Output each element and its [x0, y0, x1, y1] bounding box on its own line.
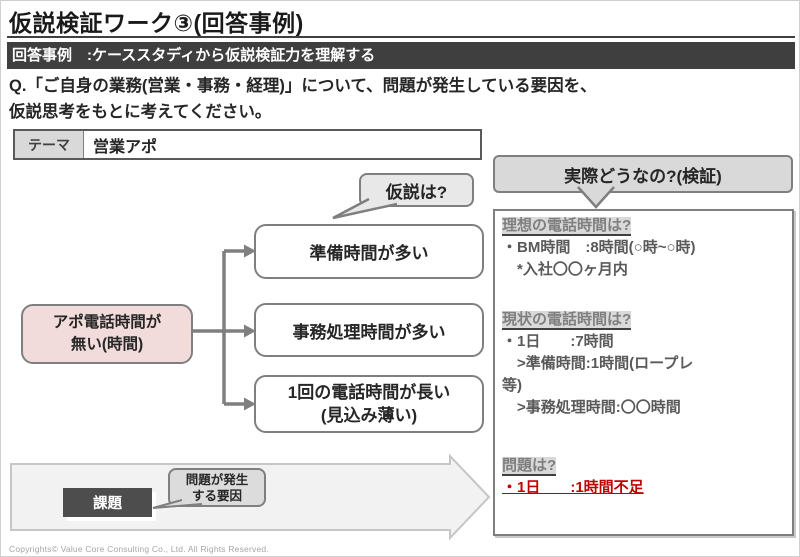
hypothesis-box-2: 事務処理時間が多い [254, 303, 484, 357]
panel-line: *入社〇〇ヶ月内 [502, 261, 628, 278]
theme-label-cell: テーマ [15, 131, 84, 158]
spacer [502, 281, 785, 309]
panel-line: ・1日 :7時間 [502, 333, 614, 350]
question-text: Q.「ご自身の業務(営業・事務・経理)」について、問題が発生している要因を、 仮… [9, 77, 597, 121]
verify-bubble: 実際どうなの?(検証) [493, 155, 793, 193]
factor-bubble: 問題が発生 する要因 [168, 468, 266, 507]
section-header-bar: 回答事例 :ケーススタディから仮説検証力を理解する [7, 42, 795, 69]
spacer [502, 419, 785, 455]
hypothesis-bubble: 仮説は? [359, 173, 474, 207]
panel-section-title: 問題は? [502, 457, 557, 476]
hypothesis-box-3: 1回の電話時間が長い (見込み薄い) [254, 375, 484, 433]
theme-value-cell: 営業アポ [93, 138, 158, 156]
panel-problem-line: ・1日 :1時間不足 [502, 479, 644, 496]
panel-line: 等) [502, 377, 522, 394]
panel-line: >事務処理時間:〇〇時間 [502, 399, 681, 416]
copyright-text: Copyrights© Value Core Consulting Co., L… [9, 544, 269, 554]
panel-section-title: 理想の電話時間は? [502, 217, 632, 236]
page-title: 仮説検証ワーク③(回答事例) [9, 10, 304, 36]
title-underline [7, 36, 795, 38]
kadai-box: 課題 [63, 488, 152, 517]
theme-table: テーマ 営業アポ [13, 129, 482, 160]
panel-line: ・BM時間 :8時間(○時~○時) [502, 239, 696, 256]
panel-line: >準備時間:1時間(ロープレ [502, 355, 694, 372]
panel-section-title: 現状の電話時間は? [502, 311, 632, 330]
cause-box: アポ電話時間が 無い(時間) [21, 304, 193, 364]
hypothesis-box-1: 準備時間が多い [254, 224, 484, 279]
verification-panel: 理想の電話時間は? ・BM時間 :8時間(○時~○時) *入社〇〇ヶ月内 現状の… [493, 209, 794, 536]
